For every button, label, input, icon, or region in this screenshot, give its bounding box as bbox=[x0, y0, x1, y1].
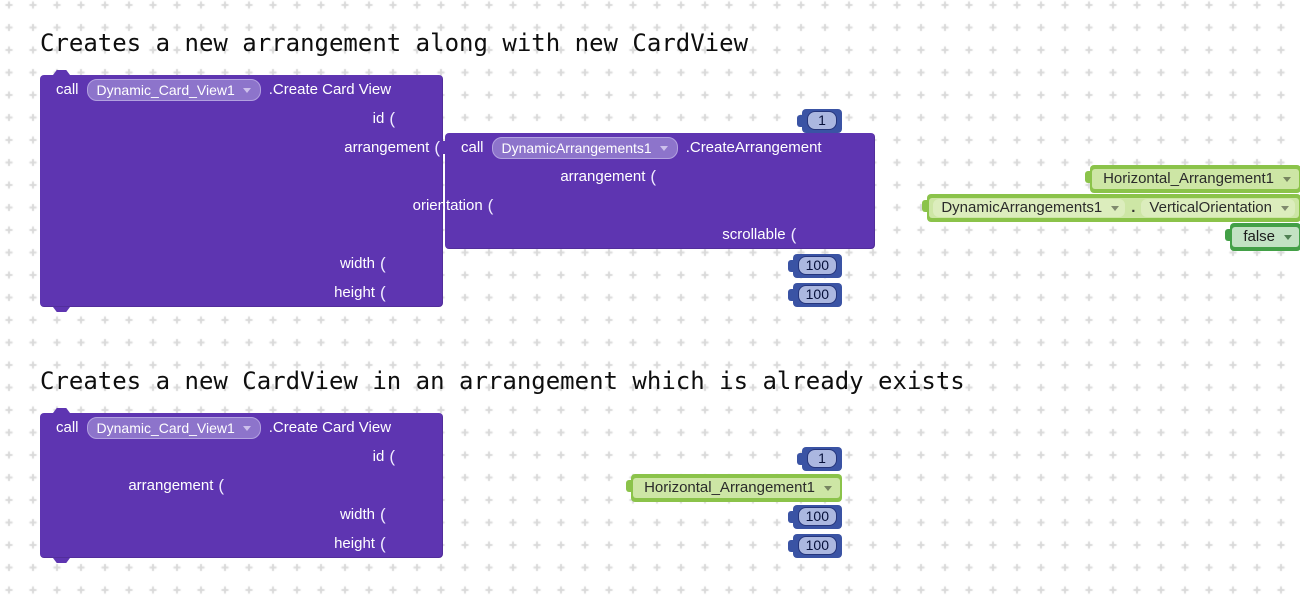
chevron-down-icon bbox=[242, 87, 251, 93]
input-socket: ( bbox=[379, 505, 386, 524]
call-keyword: call bbox=[56, 81, 79, 98]
param-label-arrangement: arrangement bbox=[128, 477, 214, 494]
component-select-dropdown[interactable]: Horizontal_Arrangement1 bbox=[637, 479, 836, 496]
component-select-label: Horizontal_Arrangement1 bbox=[1103, 170, 1274, 187]
input-socket: ( bbox=[379, 534, 386, 553]
block-plug bbox=[626, 479, 633, 492]
param-row-arrangement: arrangement ( call DynamicArrangements1 … bbox=[40, 133, 1300, 251]
component-dropdown[interactable]: Dynamic_Card_View1 bbox=[86, 416, 261, 439]
method-name: .Create Card View bbox=[268, 419, 392, 436]
param-row-arrangement: arrangement ( Horizontal_Arrangement1 bbox=[40, 471, 842, 502]
number-field[interactable]: 100 bbox=[797, 285, 837, 304]
dot-separator: . bbox=[1131, 199, 1136, 216]
param-label-width: width bbox=[339, 255, 375, 272]
logic-value-dropdown[interactable]: false bbox=[1232, 226, 1299, 247]
number-block-width[interactable]: 100 bbox=[787, 504, 842, 529]
orientation-value-block[interactable]: DynamicArrangements1 . VerticalOrientati… bbox=[922, 193, 1300, 222]
number-field[interactable]: 100 bbox=[797, 536, 837, 555]
orientation-value-dropdown[interactable]: VerticalOrientation bbox=[1141, 198, 1295, 217]
number-field[interactable]: 1 bbox=[807, 449, 837, 468]
number-field[interactable]: 100 bbox=[797, 256, 837, 275]
component-dropdown-label: Dynamic_Card_View1 bbox=[96, 419, 235, 436]
chevron-down-icon bbox=[1283, 176, 1291, 182]
param-row-scrollable: scrollable ( false bbox=[445, 220, 1300, 251]
param-label-arrangement: arrangement bbox=[560, 168, 646, 185]
call-create-arrangement-block[interactable]: call DynamicArrangements1 .CreateArrange… bbox=[413, 133, 1300, 251]
call-create-card-view-block-1[interactable]: call Dynamic_Card_View1 .Create Card Vie… bbox=[40, 75, 1300, 307]
param-label-orientation: orientation bbox=[412, 197, 483, 214]
param-row-height: height ( 100 bbox=[40, 278, 842, 307]
call-keyword: call bbox=[56, 419, 79, 436]
input-socket: ( bbox=[218, 476, 225, 495]
param-row-id: id ( 1 bbox=[40, 104, 842, 133]
input-socket: ( bbox=[487, 196, 494, 215]
component-value-block[interactable]: Horizontal_Arrangement1 bbox=[626, 473, 842, 502]
component-value-block[interactable]: Horizontal_Arrangement1 bbox=[1085, 164, 1300, 193]
chevron-down-icon bbox=[1284, 234, 1292, 240]
param-row-orientation: orientation ( DynamicArrangements1 . Ver… bbox=[413, 191, 1300, 222]
component-select-dropdown[interactable]: Horizontal_Arrangement1 bbox=[1096, 170, 1295, 187]
param-row-width: width ( 100 bbox=[40, 249, 842, 278]
chevron-down-icon bbox=[1281, 205, 1289, 211]
logic-false-block[interactable]: false bbox=[1225, 222, 1300, 251]
component-dropdown-label: DynamicArrangements1 bbox=[501, 139, 652, 156]
chevron-down-icon bbox=[242, 425, 251, 431]
number-block-id[interactable]: 1 bbox=[797, 446, 842, 471]
component-select-label: Horizontal_Arrangement1 bbox=[644, 479, 815, 496]
chevron-down-icon bbox=[1111, 205, 1120, 211]
block-plug bbox=[797, 114, 803, 127]
number-field[interactable]: 1 bbox=[807, 111, 837, 130]
number-block-width[interactable]: 100 bbox=[787, 253, 842, 278]
component-dropdown[interactable]: DynamicArrangements1 bbox=[491, 136, 678, 159]
param-label-height: height bbox=[334, 284, 375, 301]
input-socket: ( bbox=[379, 254, 386, 273]
number-field[interactable]: 100 bbox=[797, 507, 837, 526]
orientation-value-label: VerticalOrientation bbox=[1149, 199, 1272, 216]
component-dropdown[interactable]: Dynamic_Card_View1 bbox=[86, 78, 261, 101]
section-1-heading: Creates a new arrangement along with new… bbox=[40, 29, 749, 57]
block-plug bbox=[787, 288, 794, 301]
component-dropdown-label: Dynamic_Card_View1 bbox=[96, 81, 235, 98]
input-socket: ( bbox=[650, 167, 657, 186]
method-name: .CreateArrangement bbox=[685, 139, 822, 156]
method-name: .Create Card View bbox=[268, 81, 392, 98]
number-block-height[interactable]: 100 bbox=[787, 533, 842, 558]
input-socket: ( bbox=[790, 225, 797, 244]
param-label-height: height bbox=[334, 535, 375, 552]
orientation-component-label: DynamicArrangements1 bbox=[941, 199, 1103, 216]
param-row-width: width ( 100 bbox=[40, 500, 842, 529]
input-socket: ( bbox=[379, 283, 386, 302]
param-label-id: id bbox=[372, 448, 385, 465]
number-block-height[interactable]: 100 bbox=[787, 282, 842, 307]
number-block-id[interactable]: 1 bbox=[797, 108, 842, 133]
call-create-card-view-block-2[interactable]: call Dynamic_Card_View1 .Create Card Vie… bbox=[40, 413, 842, 558]
param-row-height: height ( 100 bbox=[40, 529, 842, 558]
chevron-down-icon bbox=[659, 145, 668, 151]
param-row-arrangement: arrangement ( Horizontal_Arrangement1 bbox=[445, 162, 1300, 193]
orientation-component-dropdown[interactable]: DynamicArrangements1 bbox=[933, 198, 1126, 217]
block-plug bbox=[787, 539, 794, 552]
call-keyword: call bbox=[461, 139, 484, 156]
block-plug bbox=[797, 452, 803, 465]
param-label-width: width bbox=[339, 506, 375, 523]
param-label-scrollable: scrollable bbox=[722, 226, 786, 243]
block-plug bbox=[1085, 170, 1092, 183]
block-plug bbox=[922, 199, 929, 212]
input-socket: ( bbox=[389, 447, 395, 466]
section-2-heading: Creates a new CardView in an arrangement… bbox=[40, 367, 965, 395]
param-label-arrangement: arrangement bbox=[344, 139, 430, 156]
logic-value-label: false bbox=[1243, 228, 1275, 245]
block-plug bbox=[1225, 228, 1232, 241]
input-socket: ( bbox=[389, 109, 395, 128]
block-plug bbox=[787, 510, 794, 523]
chevron-down-icon bbox=[824, 485, 832, 491]
param-row-id: id ( 1 bbox=[40, 442, 842, 471]
param-label-id: id bbox=[372, 110, 385, 127]
block-plug bbox=[787, 259, 794, 272]
input-socket: ( bbox=[434, 138, 440, 157]
